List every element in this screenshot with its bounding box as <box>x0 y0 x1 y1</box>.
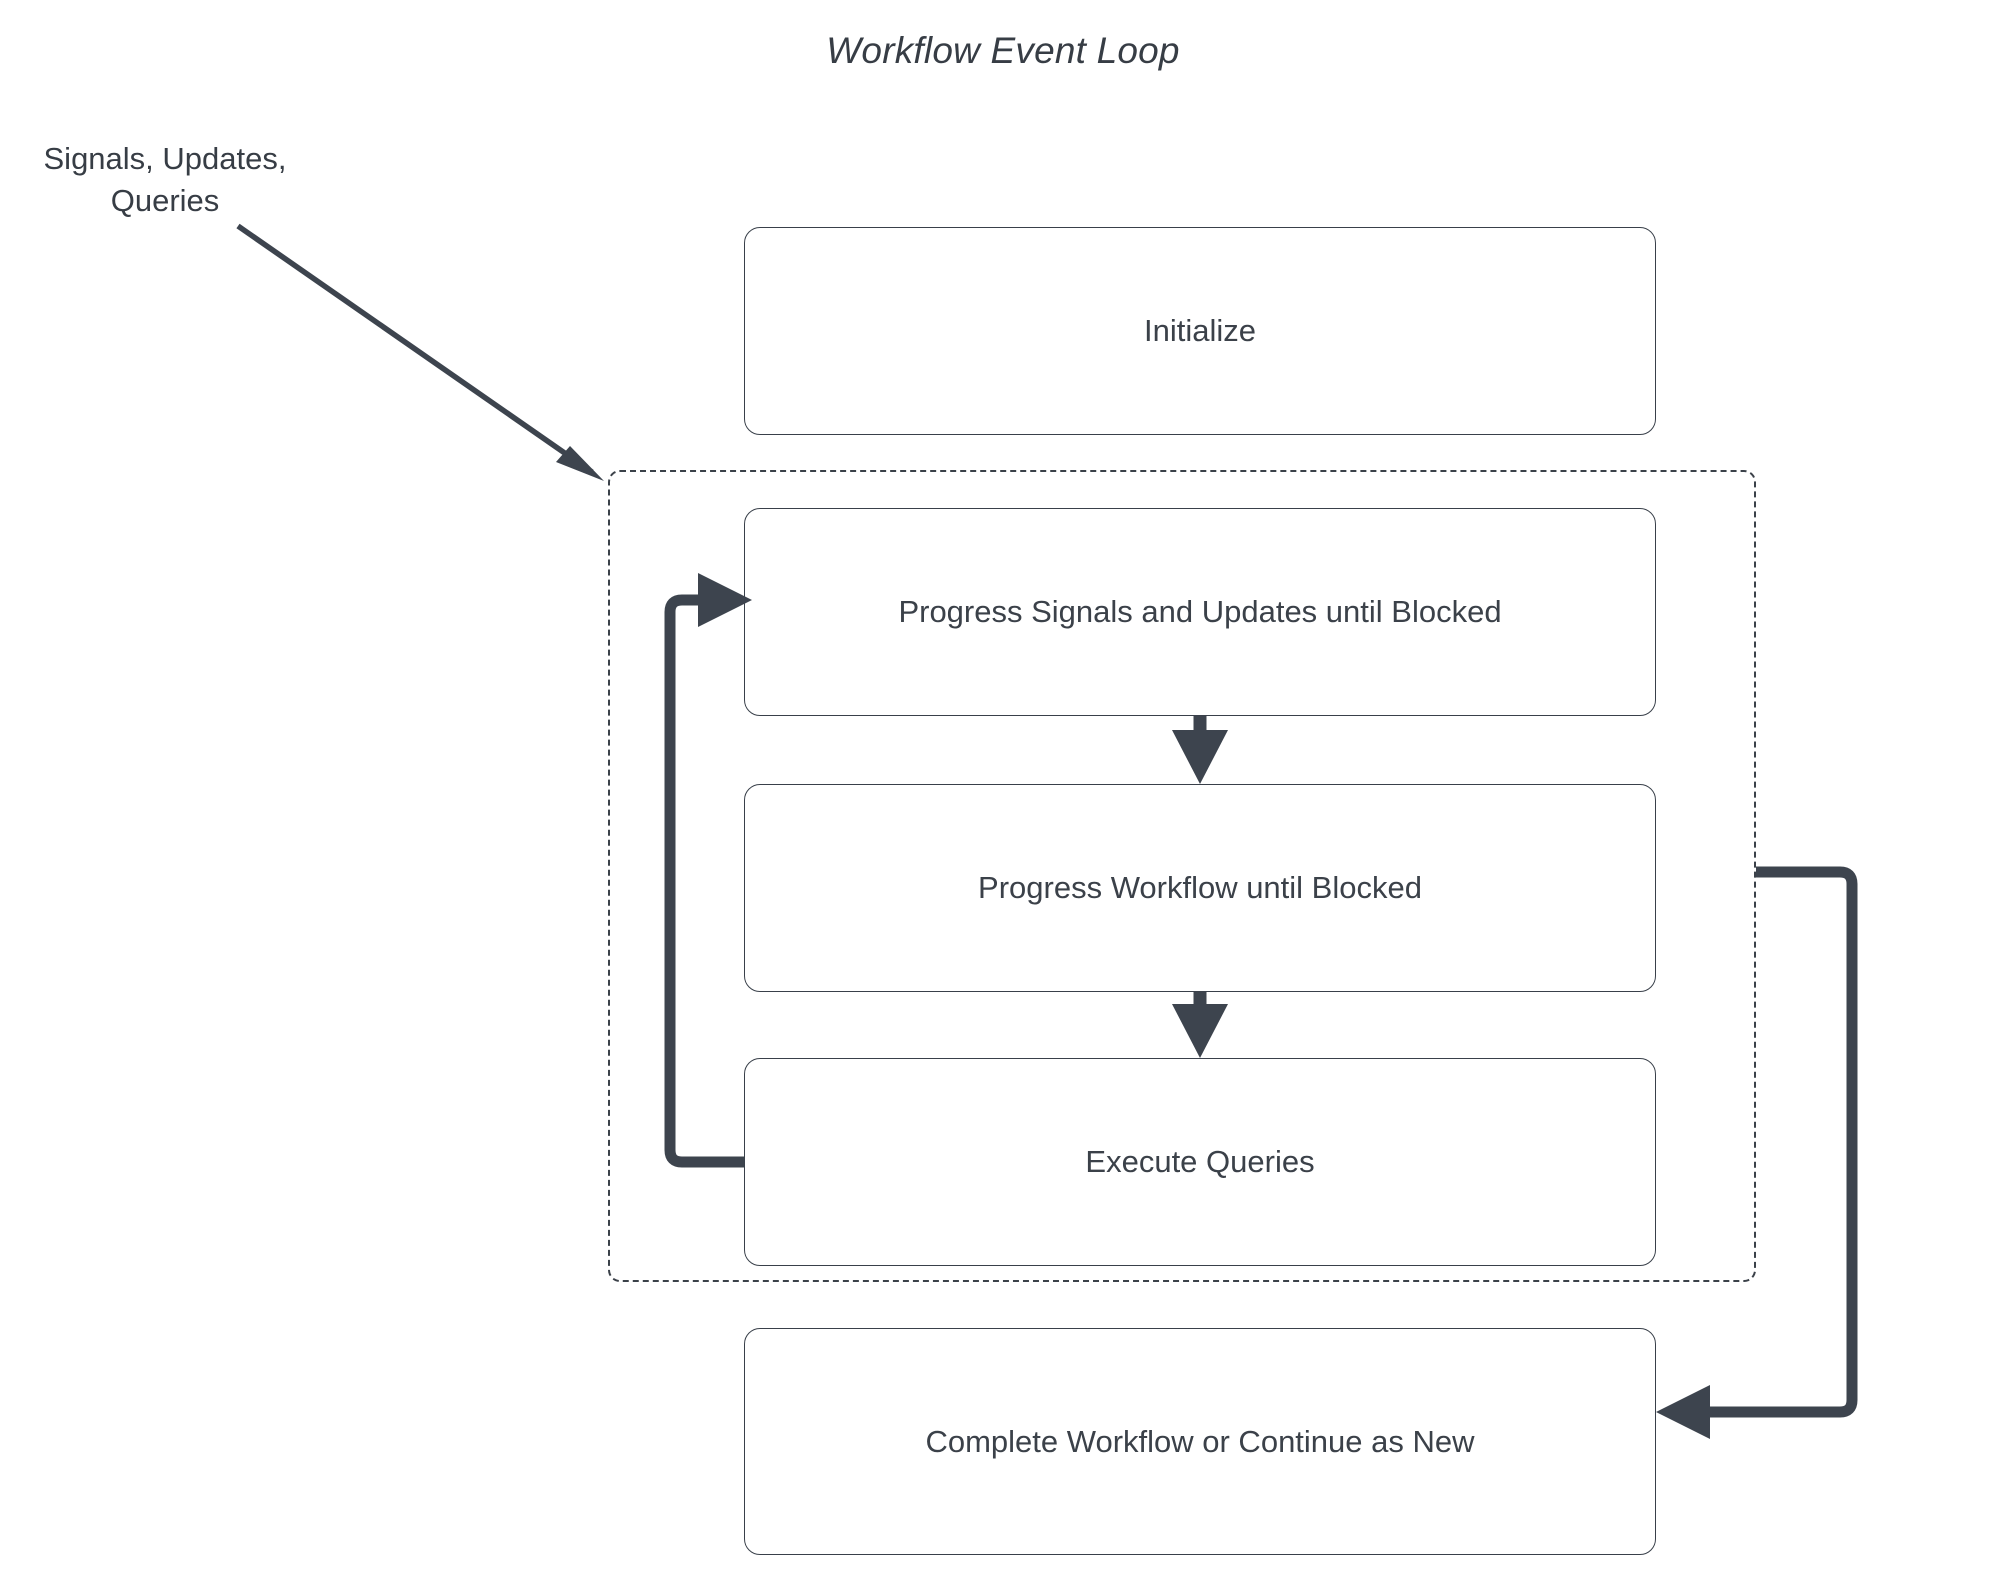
node-initialize[interactable]: Initialize <box>744 227 1656 435</box>
external-input-label-line2: Queries <box>110 183 220 218</box>
external-input-label-line1: Signals, Updates, <box>43 141 287 176</box>
node-progress-signals[interactable]: Progress Signals and Updates until Block… <box>744 508 1656 716</box>
node-progress-signals-label: Progress Signals and Updates until Block… <box>898 594 1502 629</box>
external-input-label: Signals, Updates, Queries <box>20 138 310 222</box>
node-complete-workflow-label: Complete Workflow or Continue as New <box>925 1423 1475 1459</box>
edge-external-to-loop <box>236 223 604 481</box>
node-complete-workflow[interactable]: Complete Workflow or Continue as New <box>744 1328 1656 1555</box>
page-title: Workflow Event Loop <box>826 30 1180 71</box>
node-progress-workflow[interactable]: Progress Workflow until Blocked <box>744 784 1656 992</box>
node-initialize-label: Initialize <box>1144 313 1256 348</box>
node-progress-workflow-label: Progress Workflow until Blocked <box>978 870 1422 905</box>
node-execute-queries[interactable]: Execute Queries <box>744 1058 1656 1266</box>
node-execute-queries-label: Execute Queries <box>1085 1144 1315 1179</box>
